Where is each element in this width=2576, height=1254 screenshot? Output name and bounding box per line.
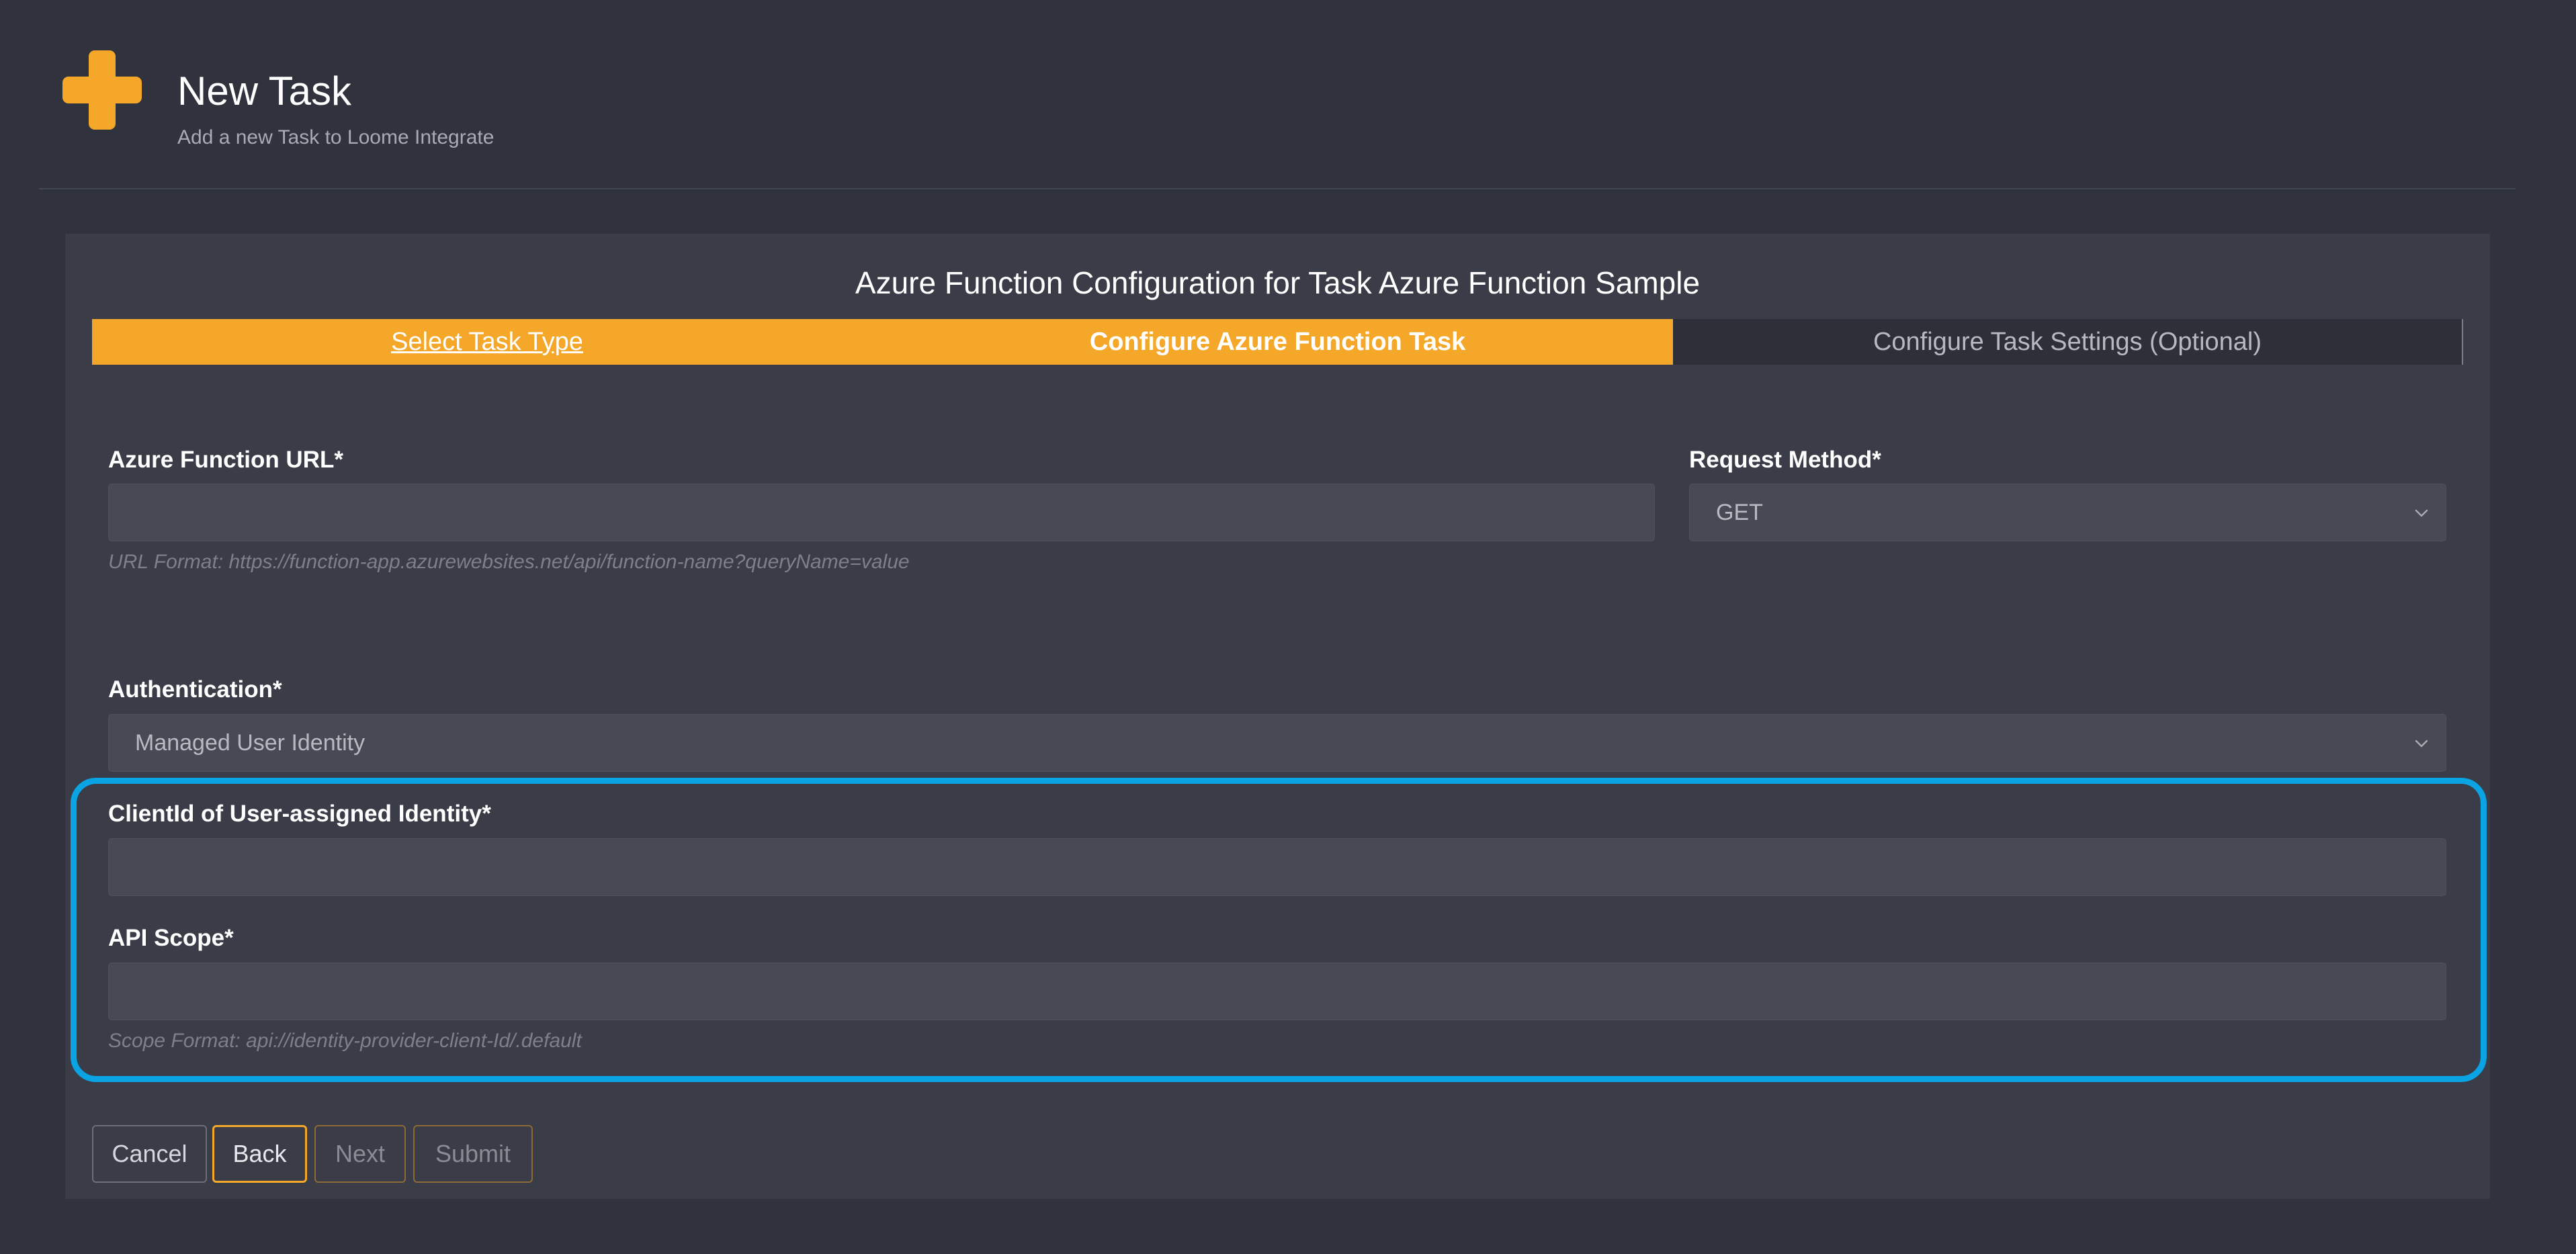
- client-id-input[interactable]: [108, 838, 2446, 896]
- request-method-label: Request Method*: [1689, 447, 1881, 473]
- authentication-label: Authentication*: [108, 676, 282, 703]
- step-configure-task-settings: Configure Task Settings (Optional): [1673, 319, 2463, 365]
- header-divider: [39, 188, 2516, 189]
- api-scope-label: API Scope*: [108, 925, 234, 951]
- plus-icon: [62, 50, 142, 130]
- azure-function-url-label: Azure Function URL*: [108, 447, 343, 473]
- api-scope-input[interactable]: [108, 962, 2446, 1020]
- plus-icon-horizontal-bar: [62, 77, 142, 103]
- url-format-hint: URL Format: https://function-app.azurewe…: [108, 551, 910, 573]
- client-id-label: ClientId of User-assigned Identity*: [108, 801, 491, 827]
- chevron-down-icon: [2415, 740, 2428, 748]
- page-subtitle: Add a new Task to Loome Integrate: [177, 126, 495, 148]
- submit-button[interactable]: Submit: [413, 1125, 533, 1183]
- wizard-steps: Select Task Type Configure Azure Functio…: [92, 319, 2463, 365]
- cancel-button[interactable]: Cancel: [92, 1125, 207, 1183]
- scope-format-hint: Scope Format: api://identity-provider-cl…: [108, 1030, 582, 1052]
- page-header: New Task Add a new Task to Loome Integra…: [0, 0, 2576, 191]
- azure-function-url-input[interactable]: [108, 484, 1655, 541]
- request-method-value: GET: [1716, 499, 1763, 525]
- request-method-select[interactable]: GET: [1689, 484, 2446, 541]
- page-title: New Task: [177, 69, 351, 114]
- authentication-value: Managed User Identity: [135, 729, 366, 756]
- chevron-down-icon: [2415, 509, 2428, 517]
- authentication-select[interactable]: Managed User Identity: [108, 714, 2446, 772]
- task-config-panel: Azure Function Configuration for Task Az…: [65, 234, 2490, 1199]
- next-button[interactable]: Next: [314, 1125, 406, 1183]
- step-configure-azure-function-task: Configure Azure Function Task: [882, 319, 1673, 365]
- step-select-task-type[interactable]: Select Task Type: [92, 319, 882, 365]
- panel-title: Azure Function Configuration for Task Az…: [855, 265, 1701, 300]
- back-button[interactable]: Back: [212, 1125, 307, 1183]
- managed-identity-highlight: [71, 778, 2487, 1082]
